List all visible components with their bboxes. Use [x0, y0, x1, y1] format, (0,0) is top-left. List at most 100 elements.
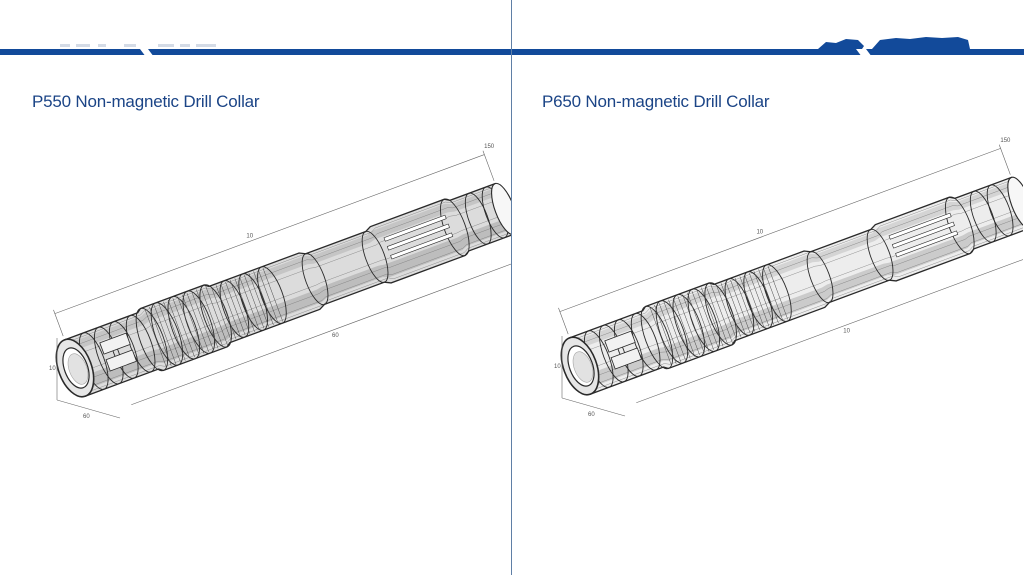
- collar-thread-segment: [262, 267, 283, 322]
- collar-window: [105, 349, 137, 372]
- collar-groove: [125, 314, 156, 373]
- collar-thread-segment: [144, 308, 167, 368]
- collar-groove: [219, 280, 250, 338]
- collar-thread-segment: [744, 274, 765, 329]
- collar-thread-segment: [672, 297, 696, 357]
- collar-hatch-line: [67, 192, 496, 349]
- collar-thread-segment: [701, 287, 724, 347]
- collar-thread-segment: [196, 289, 219, 349]
- collar-groove: [361, 230, 389, 283]
- collar-bore-inner: [67, 353, 89, 385]
- collar-thread-segment: [225, 281, 246, 336]
- collar-slot: [386, 223, 450, 251]
- collar-thread-segment: [149, 306, 172, 366]
- collar-shading: [585, 212, 1023, 388]
- extension-line: [482, 150, 495, 181]
- collar-groove: [655, 300, 689, 364]
- collar-thread-segment: [658, 303, 682, 363]
- dimension-label-base: 60: [83, 414, 90, 420]
- collar-groove: [866, 228, 894, 281]
- collar-thread-segment: [177, 296, 200, 356]
- collar-groove: [182, 290, 216, 354]
- collar-slot: [383, 214, 447, 242]
- header-accent-wave: [818, 39, 864, 49]
- collar-thread-segment: [205, 286, 228, 346]
- collar-thread-segment: [211, 287, 232, 341]
- collar-hatch-line: [587, 223, 1023, 388]
- collar-thread-segment: [158, 303, 181, 363]
- collar-groove: [986, 184, 1014, 237]
- collar-thread-segment: [696, 289, 719, 349]
- collar-thread-segment: [234, 278, 255, 332]
- dimension-line-bottom: [131, 263, 511, 406]
- collar-groove: [945, 196, 975, 255]
- panel-divider: [511, 0, 512, 575]
- collar-thread-segment: [682, 294, 705, 354]
- collar-groove: [672, 294, 705, 358]
- collar-end-cap: [491, 182, 511, 236]
- panel-title: P550 Non-magnetic Drill Collar: [32, 92, 260, 111]
- collar-groove: [613, 319, 644, 377]
- dimension-label-length-bottom: 60: [332, 333, 339, 339]
- collar-groove: [704, 282, 737, 346]
- collar-groove: [687, 288, 721, 352]
- dimension-line-bottom: [636, 259, 1023, 404]
- collar-groove: [135, 307, 169, 372]
- dimension-label-end-diameter: 150: [1000, 138, 1011, 144]
- collar-thread-segment: [710, 284, 733, 344]
- collar-groove: [969, 190, 997, 243]
- collar-shading: [573, 181, 1016, 350]
- dimension-line-top: [54, 154, 485, 314]
- collar-thread-segment: [716, 285, 737, 339]
- header-stripe-notch: [140, 49, 154, 57]
- collar-thread-segment: [186, 293, 209, 352]
- collar-groove: [598, 324, 629, 383]
- collar-slot: [390, 232, 454, 260]
- dimension-label-side-height: 10: [554, 364, 561, 370]
- dimension-label-length-bottom: 10: [843, 328, 850, 334]
- collar-slot: [888, 212, 952, 240]
- collar-end-cap: [1007, 176, 1023, 229]
- collar-hatch-line: [82, 228, 509, 390]
- collar-hatch-line: [80, 222, 507, 383]
- collar-groove: [806, 251, 834, 304]
- extension-line: [558, 307, 569, 335]
- collar-thread-segment: [748, 272, 770, 327]
- collar-shading: [68, 187, 500, 352]
- drill-collar: [55, 182, 511, 398]
- collar-slot: [891, 221, 955, 249]
- dimension-label-length-top: 10: [246, 233, 253, 239]
- collar-groove: [150, 302, 184, 366]
- collar-thread-segment: [654, 304, 677, 364]
- collar-thread-segment: [687, 292, 710, 352]
- collar-groove: [167, 296, 200, 360]
- collar-window: [604, 330, 636, 353]
- header-accent-wave: [872, 37, 970, 49]
- collar-thread-segment: [705, 285, 729, 345]
- collar-thread-segment: [767, 265, 788, 320]
- collar-thread-segment: [243, 274, 265, 329]
- collar-shading: [80, 217, 511, 390]
- collar-thread-segment: [172, 298, 195, 358]
- header-band: [0, 37, 1024, 57]
- collar-thread-segment: [191, 291, 214, 351]
- collar-hatch-line: [84, 232, 511, 394]
- collar-hatch-line: [589, 227, 1023, 392]
- collar-thread-segment: [730, 279, 751, 334]
- collar-thread-segment: [220, 283, 241, 338]
- dimension-label-base: 60: [588, 412, 595, 418]
- collar-window: [99, 332, 131, 355]
- collar-thread-segment: [763, 267, 784, 322]
- collar-thread-segment: [163, 301, 186, 361]
- dimension-line-base: [56, 399, 121, 419]
- collar-thread-segment: [258, 269, 279, 324]
- header-stripe-notch: [856, 49, 872, 57]
- collar-thread-segment: [153, 305, 177, 365]
- collar-thread-segment: [649, 306, 672, 366]
- collar-slot: [895, 230, 959, 258]
- collar-groove: [440, 198, 470, 257]
- collar-thread-segment: [677, 296, 700, 356]
